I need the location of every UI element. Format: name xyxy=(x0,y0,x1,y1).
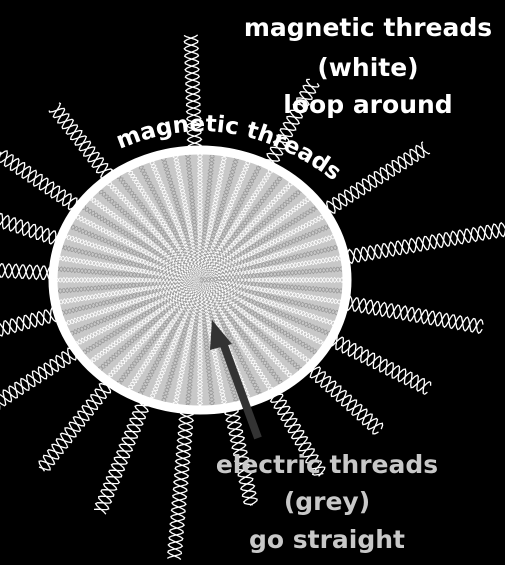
bottom-caption-line2: (grey) xyxy=(284,487,370,516)
top-caption-line2: (white) xyxy=(317,53,418,82)
top-caption-line1: magnetic threads xyxy=(244,13,492,42)
bottom-caption-line1: electric threads xyxy=(216,450,438,479)
bottom-caption-line3: go straight xyxy=(249,525,405,554)
top-caption-line3: loop around xyxy=(283,90,452,119)
